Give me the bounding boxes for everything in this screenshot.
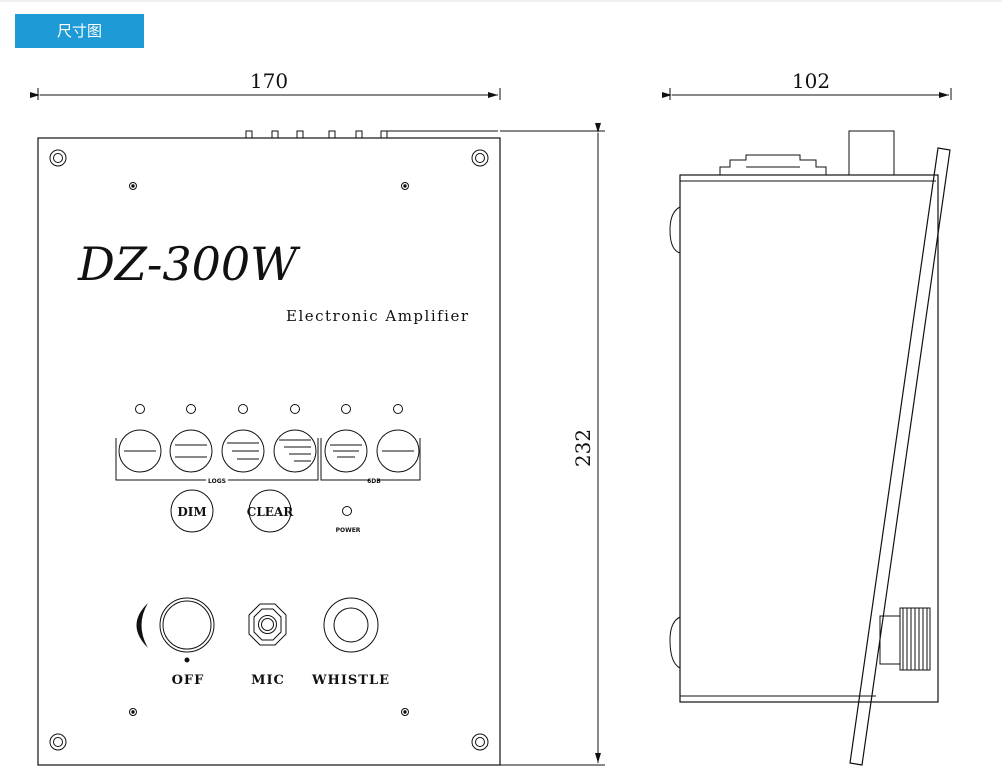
dim-button-outline xyxy=(170,489,214,533)
whistle-label: WHISTLE xyxy=(311,673,390,688)
corner-screws xyxy=(49,149,489,751)
front-view xyxy=(30,88,605,766)
group-brackets xyxy=(115,438,421,481)
switch-buttons xyxy=(118,429,420,473)
db-connector xyxy=(719,154,827,175)
group-label-left: LOGS xyxy=(208,478,226,485)
volume-knob xyxy=(136,597,215,663)
front-panel xyxy=(37,137,501,766)
top-border xyxy=(0,0,1002,2)
product-subtitle: Electronic Amplifier xyxy=(286,307,470,325)
side-bump-bottom xyxy=(669,616,681,669)
terminal-block xyxy=(848,130,895,176)
dim-button[interactable]: DIM xyxy=(177,505,206,519)
side-view xyxy=(662,88,952,766)
top-terminals xyxy=(245,130,498,139)
slanted-front-panel xyxy=(849,147,951,766)
side-body xyxy=(679,174,939,703)
side-bump-top xyxy=(669,206,681,254)
height-dimension-label: 232 xyxy=(571,429,595,467)
whistle-button xyxy=(323,597,379,653)
clear-button[interactable]: CLEAR xyxy=(247,505,294,519)
mic-jack xyxy=(248,603,287,646)
indicator-leds xyxy=(135,404,403,414)
width-dimension-label: 170 xyxy=(250,69,288,93)
mic-label: MIC xyxy=(251,673,285,688)
power-led xyxy=(342,506,352,516)
tab-dimension-drawing[interactable]: 尺寸图 xyxy=(15,14,144,48)
volume-arc-icon xyxy=(136,603,148,648)
side-knob xyxy=(879,607,931,671)
group-label-right: 6DB xyxy=(367,478,381,485)
inner-screws xyxy=(129,182,409,716)
power-label: POWER xyxy=(336,527,361,534)
clear-button-outline xyxy=(248,489,292,533)
model-title: DZ-300W xyxy=(77,237,301,291)
off-label: OFF xyxy=(172,673,205,688)
depth-dimension-label: 102 xyxy=(792,69,830,93)
